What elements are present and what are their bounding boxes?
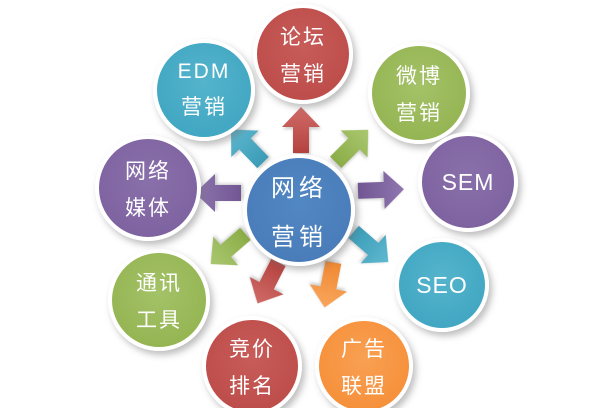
node-label-line: 媒体 <box>125 196 171 220</box>
node-label-line: SEO <box>416 271 468 298</box>
node-label-line: 竞价 <box>229 337 275 361</box>
node-label-line: 微博 <box>396 64 442 88</box>
node-sem: SEM <box>418 132 518 232</box>
node-communication-tools: 通讯 工具 <box>108 249 210 351</box>
arrow-down-bid-icon <box>249 258 286 304</box>
node-label-line: SEM <box>441 168 495 195</box>
arrow-down-left-comm-icon <box>210 227 251 266</box>
node-label-line: 网络 <box>125 159 171 183</box>
node-label-line: 联盟 <box>341 374 387 398</box>
node-edm-marketing: EDM 营销 <box>153 39 255 141</box>
arrow-up-right-weibo-icon <box>330 129 369 168</box>
node-label-line: 营销 <box>396 101 442 125</box>
node-network-media: 网络 媒体 <box>95 135 201 241</box>
arrow-down-right-seo-icon <box>348 225 389 264</box>
node-label-line: 营销 <box>280 62 326 86</box>
arrow-right-sem-icon <box>357 170 404 209</box>
hub-label-line1: 网络 <box>271 175 327 202</box>
arrow-down-ad-icon <box>309 260 348 308</box>
node-label-line: 论坛 <box>280 25 326 49</box>
node-label-line: 排名 <box>229 374 275 398</box>
node-ad-alliance: 广告 联盟 <box>315 317 413 408</box>
node-label-line: 广告 <box>341 337 387 361</box>
node-network-marketing-hub: 网络 营销 <box>243 154 355 266</box>
arrow-left-media-icon <box>195 174 241 212</box>
hub-label-line2: 营销 <box>271 224 327 251</box>
arrow-up-left-edm-icon <box>231 129 269 169</box>
node-label-line: 工具 <box>136 308 182 332</box>
node-weibo-marketing: 微博 营销 <box>368 42 470 144</box>
node-label-line: 营销 <box>181 95 227 119</box>
node-bidding-rank: 竞价 排名 <box>202 316 302 408</box>
node-forum-marketing: 论坛 营销 <box>253 4 353 104</box>
arrow-up-forum-icon <box>282 107 320 153</box>
node-seo: SEO <box>395 238 489 332</box>
node-label-line: 通讯 <box>136 271 182 295</box>
node-label-line: EDM <box>177 59 231 83</box>
